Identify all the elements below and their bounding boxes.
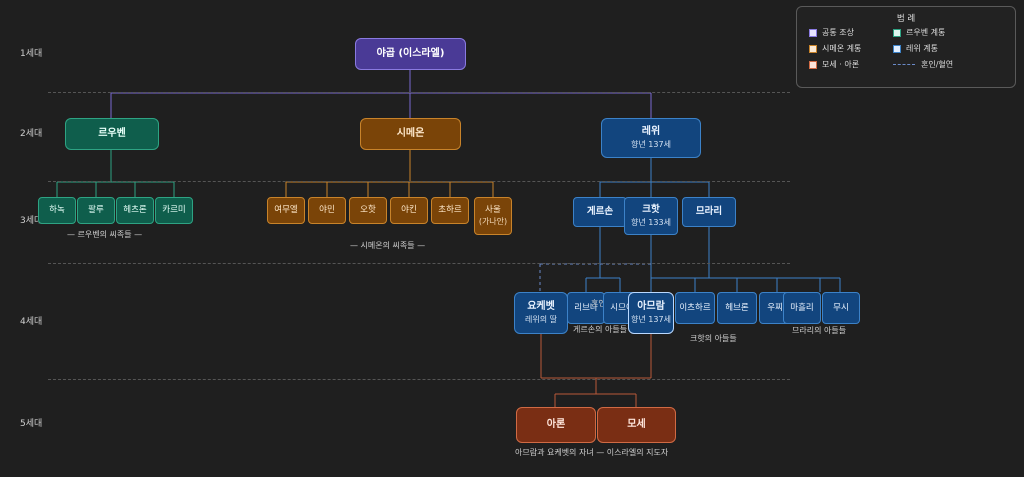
node-aaron[interactable]: 아론: [516, 407, 596, 443]
node-simeon[interactable]: 시메온: [360, 118, 461, 150]
gen-label-4: 4세대: [20, 317, 43, 327]
node-label: 헤츠론: [123, 205, 147, 216]
node-label: 시메온: [396, 127, 425, 139]
node-ohad[interactable]: 오핫: [349, 197, 387, 224]
node-label: 아론: [546, 418, 566, 430]
gen-separator: [48, 379, 790, 380]
legend: 범 례 공통 조상 르우벤 계통 시메온 계통 레위 계통 모세 · 아론 혼인…: [796, 6, 1016, 88]
legend-label: 공통 조상: [822, 28, 854, 37]
node-label: 야곱 (이스라엘): [376, 47, 445, 59]
gen-label-3: 3세대: [20, 216, 43, 226]
node-reuben[interactable]: 르우벤: [65, 118, 159, 150]
legend-swatch: [893, 44, 901, 53]
node-label: 이츠하르: [679, 302, 711, 313]
node-pallu[interactable]: 팔루: [77, 197, 115, 224]
legend-item-line: 혼인/혈연: [893, 59, 953, 70]
gen-separator: [48, 181, 790, 182]
legend-label: 혼인/혈연: [921, 60, 954, 69]
node-moses[interactable]: 모세: [597, 407, 676, 443]
node-jacob[interactable]: 야곱 (이스라엘): [355, 38, 466, 70]
node-label: 헤브론: [725, 302, 749, 313]
node-label: 마흘리: [790, 302, 814, 313]
node-label: 크핫: [642, 204, 660, 216]
gershon-caption: 게르손의 아들들: [573, 325, 628, 334]
merari-caption: 므라리의 아들들: [792, 326, 847, 335]
node-label: 무시: [833, 302, 849, 313]
legend-item-simeon: 시메온 계통: [809, 43, 861, 54]
marriage-label: 혼인: [591, 299, 606, 308]
node-note: 향년 133세: [631, 217, 671, 227]
node-label: 모세: [627, 418, 646, 430]
node-mahli[interactable]: 마흘리: [783, 292, 821, 324]
gen5-caption: 아므람과 요케벳의 자녀 — 이스라엘의 지도자: [515, 448, 669, 457]
node-note: 향년 137세: [631, 315, 671, 325]
legend-item-levi: 레위 계통: [893, 43, 938, 54]
node-levi[interactable]: 레위 향년 137세: [601, 118, 701, 158]
gen-separator: [48, 263, 790, 264]
node-label: 오핫: [360, 205, 376, 216]
node-hezron[interactable]: 헤츠론: [116, 197, 154, 224]
node-jochebed[interactable]: 요케벳 레위의 딸: [514, 292, 568, 334]
legend-item-ancestor: 공통 조상: [809, 27, 854, 38]
node-label: 초하르: [438, 205, 462, 216]
kohath-caption: 크핫의 아들들: [690, 334, 737, 343]
node-carmi[interactable]: 카르미: [155, 197, 193, 224]
node-label: 므라리: [695, 206, 723, 218]
simeon-caption: — 시메온의 씨족들 —: [350, 241, 426, 250]
node-zohar[interactable]: 초하르: [431, 197, 469, 224]
node-label: 카르미: [162, 205, 186, 216]
node-jachin[interactable]: 야킨: [390, 197, 428, 224]
node-label: 리브나: [574, 302, 598, 313]
node-jamin[interactable]: 야민: [308, 197, 346, 224]
node-label: 야킨: [401, 205, 417, 216]
node-label: 르우벤: [98, 127, 126, 139]
node-label: 시므이: [610, 302, 634, 313]
node-label: 여무엘: [274, 205, 298, 216]
node-mushi[interactable]: 무시: [822, 292, 860, 324]
gen-label-5: 5세대: [20, 419, 43, 429]
node-kohath[interactable]: 크핫 향년 133세: [624, 197, 678, 235]
legend-label: 모세 · 아론: [822, 60, 860, 69]
node-label: 사울: [485, 204, 501, 215]
legend-item-moses-aaron: 모세 · 아론: [809, 59, 859, 70]
legend-item-reuben: 르우벤 계통: [893, 27, 945, 38]
legend-title: 범 례: [896, 14, 916, 24]
node-hebron[interactable]: 헤브론: [717, 292, 757, 324]
node-merari[interactable]: 므라리: [682, 197, 736, 227]
node-note: (가나안): [478, 217, 508, 227]
legend-swatch: [809, 44, 817, 53]
gen-label-1: 1세대: [20, 49, 43, 59]
legend-swatch: [893, 28, 901, 37]
legend-swatch: [809, 28, 817, 37]
legend-label: 르우벤 계통: [906, 28, 946, 37]
node-label: 팔루: [88, 205, 104, 216]
node-label: 레위: [641, 125, 661, 137]
node-label: 야민: [319, 205, 335, 216]
node-jemuel[interactable]: 여무엘: [267, 197, 305, 224]
legend-swatch: [809, 60, 817, 69]
node-label: 하녹: [49, 205, 65, 216]
gen-separator: [48, 92, 790, 93]
node-label: 게르손: [586, 206, 614, 218]
node-label: 요케벳: [527, 300, 555, 312]
node-izhar[interactable]: 이츠하르: [675, 292, 715, 324]
node-label: 아므람: [637, 300, 665, 312]
node-note: 레위의 딸: [525, 315, 557, 325]
legend-label: 시메온 계통: [822, 44, 862, 53]
node-note: 향년 137세: [631, 140, 671, 150]
node-hanoch[interactable]: 하녹: [38, 197, 76, 224]
node-shaul[interactable]: 사울 (가나안): [474, 197, 512, 235]
legend-label: 레위 계통: [906, 44, 938, 53]
node-label: 우찌엘: [767, 302, 791, 313]
node-amram[interactable]: 아므람 향년 137세: [628, 292, 674, 334]
gen-label-2: 2세대: [20, 129, 43, 139]
legend-dash: [893, 64, 915, 65]
node-gershon[interactable]: 게르손: [573, 197, 627, 227]
reuben-caption: — 르우벤의 씨족들 —: [67, 230, 143, 239]
